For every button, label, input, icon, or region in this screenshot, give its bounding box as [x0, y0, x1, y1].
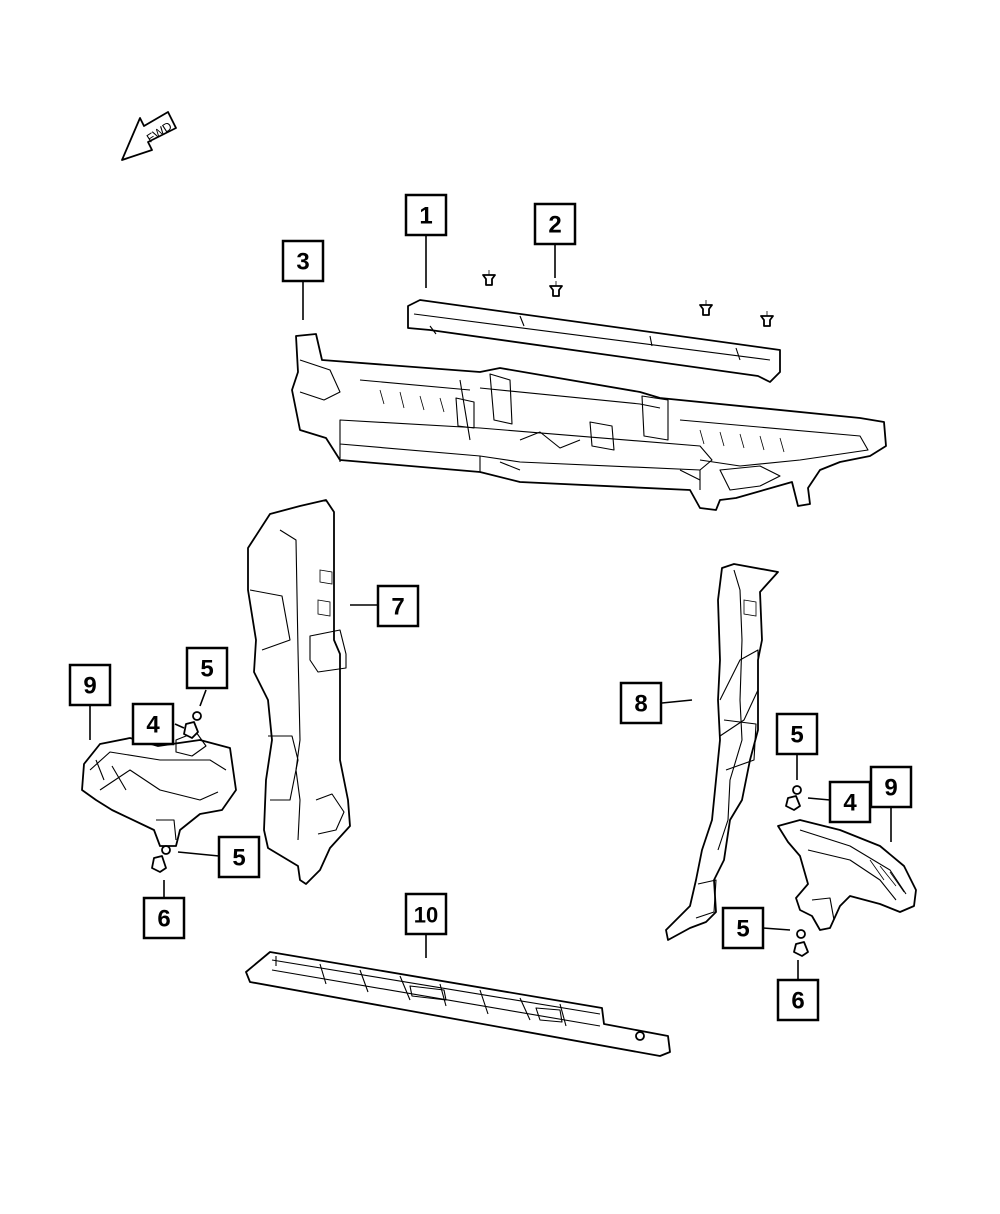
- svg-text:2: 2: [548, 212, 561, 239]
- right-air-deflector: [665, 563, 779, 941]
- svg-text:5: 5: [232, 845, 245, 872]
- svg-text:5: 5: [200, 656, 213, 683]
- svg-text:8: 8: [634, 691, 647, 718]
- callout-9-left: 9: [68, 663, 112, 707]
- svg-text:6: 6: [157, 906, 170, 933]
- svg-text:10: 10: [414, 903, 438, 928]
- leader-lines: [89, 236, 892, 980]
- right-lower-deflector: [777, 819, 917, 931]
- svg-text:4: 4: [843, 790, 857, 817]
- callout-2: 2: [533, 202, 577, 246]
- fwd-arrow-icon: FWD: [121, 111, 177, 161]
- callout-4-right: 4: [828, 780, 872, 824]
- upper-seal-strip: [407, 299, 781, 383]
- svg-text:1: 1: [419, 203, 432, 230]
- left-air-deflector: [247, 499, 351, 885]
- callout-1: 1: [404, 193, 448, 237]
- svg-text:4: 4: [146, 712, 160, 739]
- callout-5-lower-left: 5: [217, 835, 261, 879]
- lower-seal-strip: [245, 951, 671, 1057]
- svg-text:9: 9: [884, 775, 897, 802]
- callout-3: 3: [281, 239, 325, 283]
- svg-text:5: 5: [790, 722, 803, 749]
- callout-7: 7: [376, 584, 420, 628]
- svg-text:3: 3: [296, 249, 309, 276]
- push-pin-fasteners: [482, 270, 774, 327]
- callout-5-lower-right: 5: [721, 906, 765, 950]
- callout-6-right: 6: [776, 978, 820, 1022]
- callout-6-left: 6: [142, 896, 186, 940]
- callout-8: 8: [619, 681, 663, 725]
- callout-10: 10: [404, 892, 448, 936]
- left-lower-deflector: [81, 731, 237, 847]
- callout-9-right: 9: [869, 765, 913, 809]
- callout-4-left: 4: [131, 702, 175, 746]
- fastener-clips: [151, 711, 809, 957]
- svg-text:6: 6: [791, 988, 804, 1015]
- svg-text:9: 9: [83, 673, 96, 700]
- callout-5-upper-left: 5: [185, 646, 229, 690]
- callout-5-upper-right: 5: [775, 712, 819, 756]
- radiator-support-upper: [291, 333, 887, 511]
- svg-text:7: 7: [391, 594, 404, 621]
- svg-text:5: 5: [736, 916, 749, 943]
